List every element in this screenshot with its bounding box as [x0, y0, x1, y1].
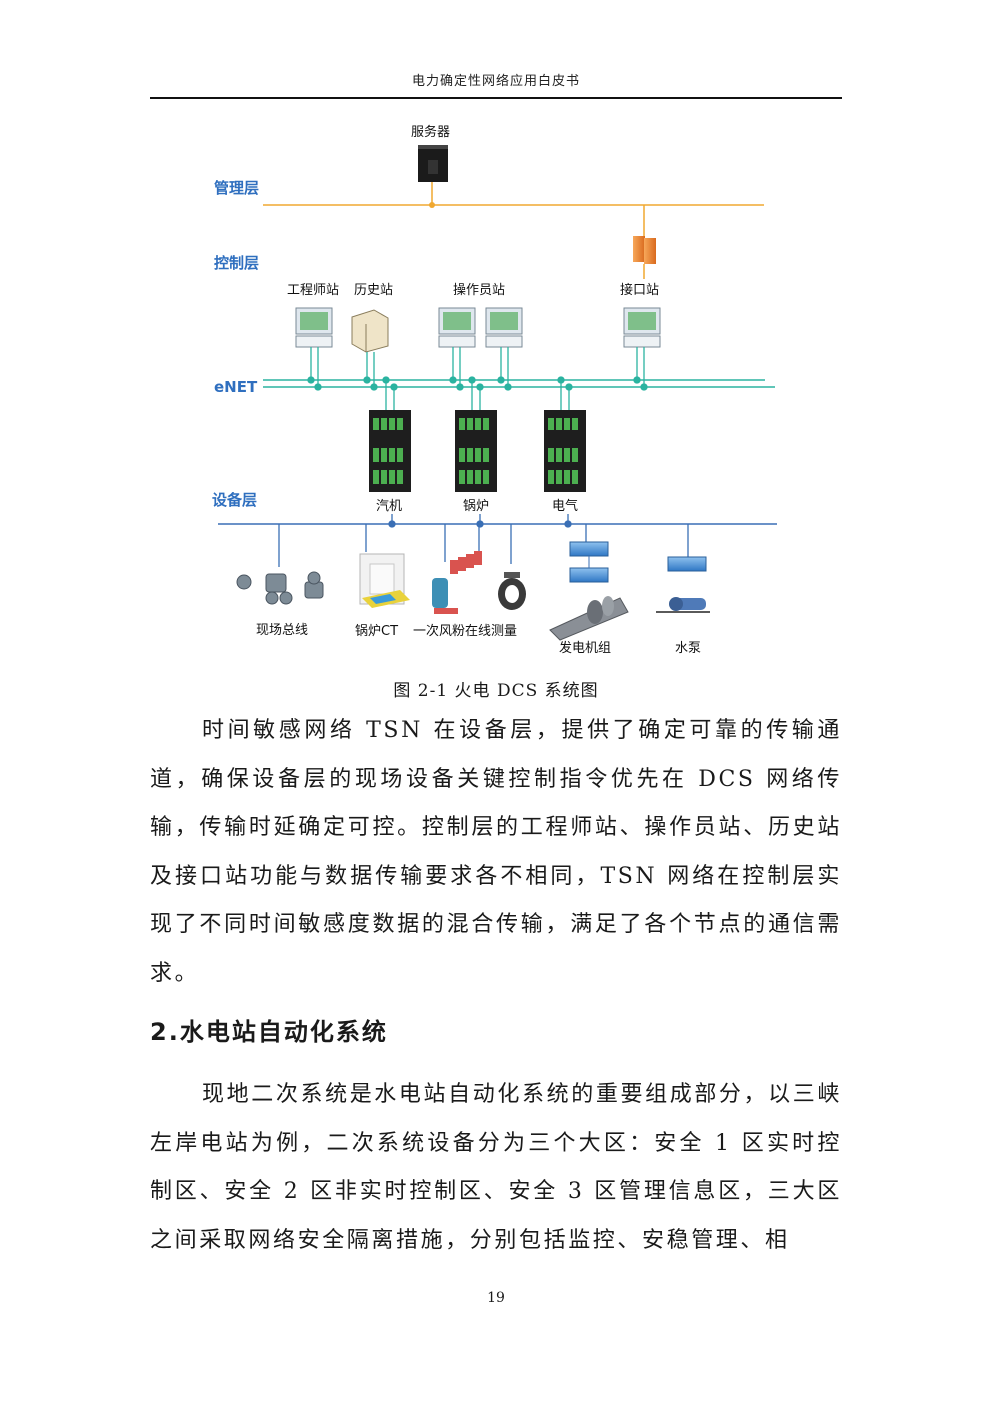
boiler-ct-label: 锅炉CT: [355, 623, 398, 639]
section-heading: 2.水电站自动化系统: [150, 1018, 388, 1046]
server-label: 服务器: [411, 124, 450, 140]
layer-label-control: 控制层: [214, 254, 259, 272]
electric-label: 电气: [552, 498, 578, 514]
boiler-controller-icon: [455, 410, 497, 492]
flow-meter-ring-icon: [498, 572, 526, 610]
boiler-label: 锅炉: [463, 498, 489, 514]
operator-workstation-icon-2: [485, 307, 523, 348]
operator-station-label: 操作员站: [453, 282, 505, 298]
figure-caption: 图 2-1 火电 DCS 系统图: [393, 681, 599, 701]
layer-label-enet: eNET: [214, 378, 258, 396]
page-number: 19: [487, 1290, 505, 1306]
generator-unit-icon: [549, 541, 629, 641]
body-paragraph-1: 时间敏感网络 TSN 在设备层，提供了确定可靠的传输通道，确保设备层的现场设备关…: [150, 718, 842, 986]
generator-label: 发电机组: [559, 640, 611, 656]
interface-station-label: 接口站: [620, 282, 659, 298]
coal-measure-label: 一次风粉在线测量: [413, 623, 517, 639]
dcs-system-diagram: 管理层 控制层 eNET 设备层 服务器 工程师站 历史站 操作员站 接口站: [212, 124, 777, 656]
history-station-label: 历史站: [354, 283, 393, 298]
interface-workstation-icon: [623, 307, 661, 348]
boiler-ct-icon: [359, 553, 410, 608]
electric-controller-icon: [544, 410, 586, 492]
page-header: 电力确定性网络应用白皮书: [411, 74, 580, 89]
body-paragraph-2: 现地二次系统是水电站自动化系统的重要组成部分，以三峡左岸电站为例，二次系统设备分…: [150, 1082, 842, 1253]
engineer-workstation-icon: [295, 307, 333, 348]
header-divider: [150, 97, 842, 99]
turbine-controller-icon: [369, 410, 411, 492]
field-bus-label: 现场总线: [256, 623, 308, 638]
layer-label-device: 设备层: [212, 491, 257, 509]
engineer-station-label: 工程师站: [287, 283, 339, 298]
turbine-label: 汽机: [376, 499, 402, 514]
server-icon: [418, 145, 448, 182]
water-pump-unit-icon: [656, 556, 710, 613]
pump-label: 水泵: [675, 641, 701, 656]
field-instruments-icon: [236, 571, 324, 605]
firewall-icon: [633, 236, 656, 264]
layer-label-mgmt: 管理层: [214, 179, 259, 197]
coal-flow-measure-icon: [432, 551, 482, 614]
history-server-icon: [351, 309, 389, 353]
operator-workstation-icon-1: [438, 307, 476, 348]
